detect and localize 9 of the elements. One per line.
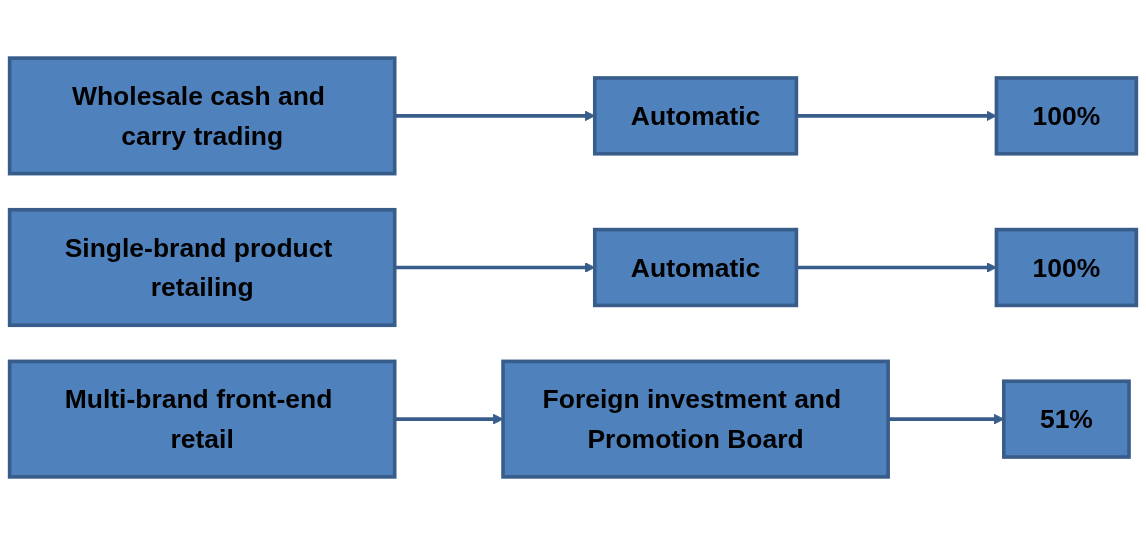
node-box: 100%: [994, 227, 1139, 308]
node-box: Automatic: [592, 227, 799, 308]
node-box: Automatic: [592, 76, 799, 156]
node-box: Single-brand product retailing: [7, 207, 397, 328]
node-box: Foreign investment and Promotion Board: [501, 359, 890, 479]
node-box: 51%: [1002, 379, 1131, 459]
node-box: Multi-brand front-end retail: [7, 359, 397, 479]
node-box: 100%: [994, 76, 1139, 156]
node-box: Wholesale cash and carry trading: [7, 56, 397, 176]
